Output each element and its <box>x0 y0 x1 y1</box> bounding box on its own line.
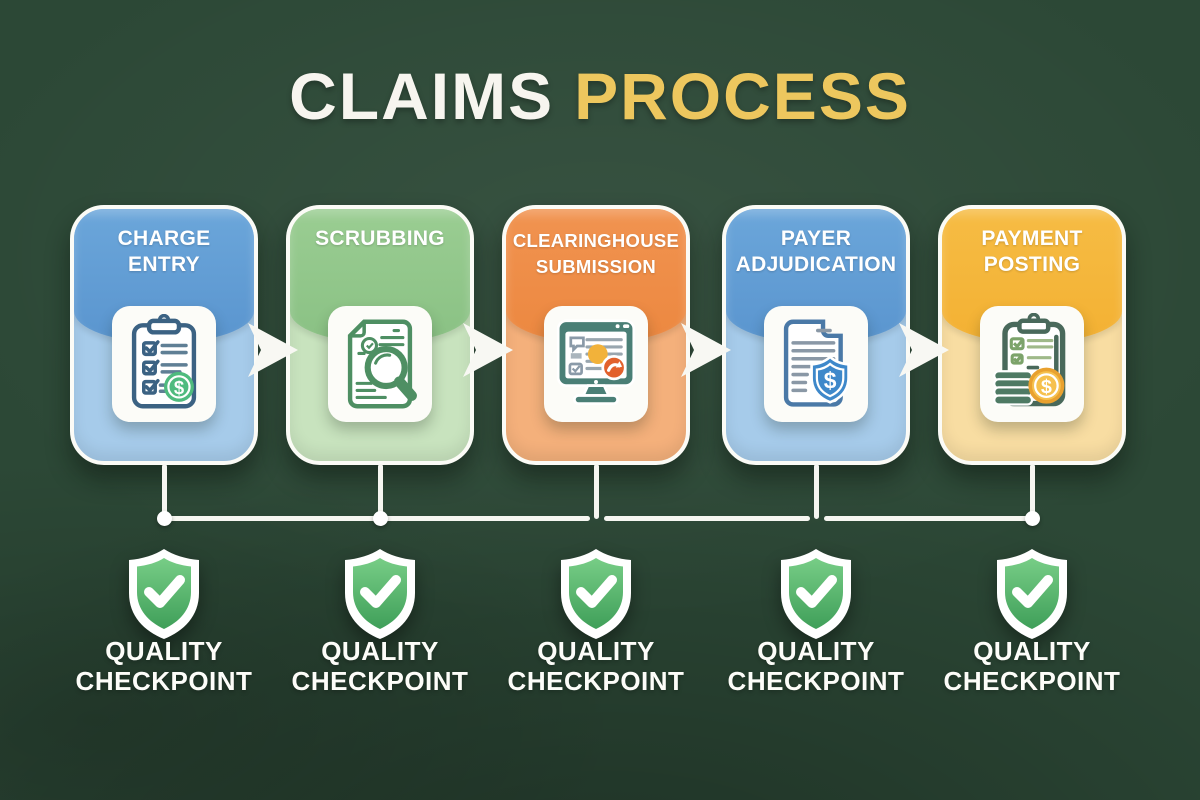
clearinghouse-icon-tile <box>544 306 648 422</box>
step-card-scrubbing: SCRUBBING <box>286 205 474 465</box>
connector-dot <box>1024 511 1040 526</box>
connector-horizontal-line <box>824 516 1032 521</box>
card-header: CLEARINGHOUSE SUBMISSION <box>506 209 686 343</box>
svg-text:$: $ <box>174 377 185 398</box>
charge-entry-icon-tile: $ <box>112 306 216 422</box>
connector-vertical-line <box>377 464 383 519</box>
title-process: PROCESS <box>574 59 911 133</box>
step-label: CHARGE ENTRY <box>117 227 211 276</box>
page-title: CLAIMS PROCESS <box>0 60 1200 132</box>
card-header: PAYER ADJUDICATION <box>726 209 906 343</box>
payer-adjudication-icon-tile: $ <box>764 306 868 422</box>
connector-horizontal-line <box>604 516 810 521</box>
payment-posting-icon-tile: $ <box>980 306 1084 422</box>
connector-vertical-line <box>1029 464 1035 519</box>
connector-vertical-line <box>813 464 819 519</box>
quality-checkpoint-label: QUALITY CHECKPOINT <box>75 636 253 696</box>
title-claims: CLAIMS <box>289 59 555 133</box>
step-label: SCRUBBING <box>315 227 445 250</box>
document-shield-dollar-icon: $ <box>783 319 850 407</box>
document-magnifier-icon <box>347 319 417 409</box>
card-header: PAYMENT POSTING <box>942 209 1122 343</box>
shield-check-icon <box>561 549 631 639</box>
connector-vertical-line <box>593 464 599 519</box>
step-card-clearinghouse-submission: CLEARINGHOUSE SUBMISSION <box>502 205 690 465</box>
step-label: CLEARINGHOUSE SUBMISSION <box>512 230 680 277</box>
monitor-send-icon <box>556 319 636 405</box>
quality-checkpoint-label: QUALITY CHECKPOINT <box>727 636 905 696</box>
step-card-payment-posting: PAYMENT POSTING <box>938 205 1126 465</box>
shield-check-icon <box>997 549 1067 639</box>
svg-text:$: $ <box>1041 376 1052 398</box>
svg-text:$: $ <box>824 368 837 394</box>
clipboard-coins-dollar-icon: $ <box>993 313 1066 407</box>
quality-checkpoint-label: QUALITY CHECKPOINT <box>507 636 685 696</box>
clipboard-checklist-dollar-icon: $ <box>131 314 197 409</box>
step-label: PAYMENT POSTING <box>981 227 1083 276</box>
shield-check-icon <box>345 549 415 639</box>
connector-dot <box>156 511 172 526</box>
quality-checkpoint-label: QUALITY CHECKPOINT <box>943 636 1121 696</box>
quality-checkpoint-label: QUALITY CHECKPOINT <box>291 636 469 696</box>
scrubbing-icon-tile <box>328 306 432 422</box>
connector-vertical-line <box>161 464 167 519</box>
step-label: PAYER ADJUDICATION <box>735 227 897 276</box>
step-card-charge-entry: CHARGE ENTRY <box>70 205 258 465</box>
shield-check-icon <box>129 549 199 639</box>
step-card-payer-adjudication: PAYER ADJUDICATION $ <box>722 205 910 465</box>
connector-dot <box>372 511 388 526</box>
shield-check-icon <box>781 549 851 639</box>
